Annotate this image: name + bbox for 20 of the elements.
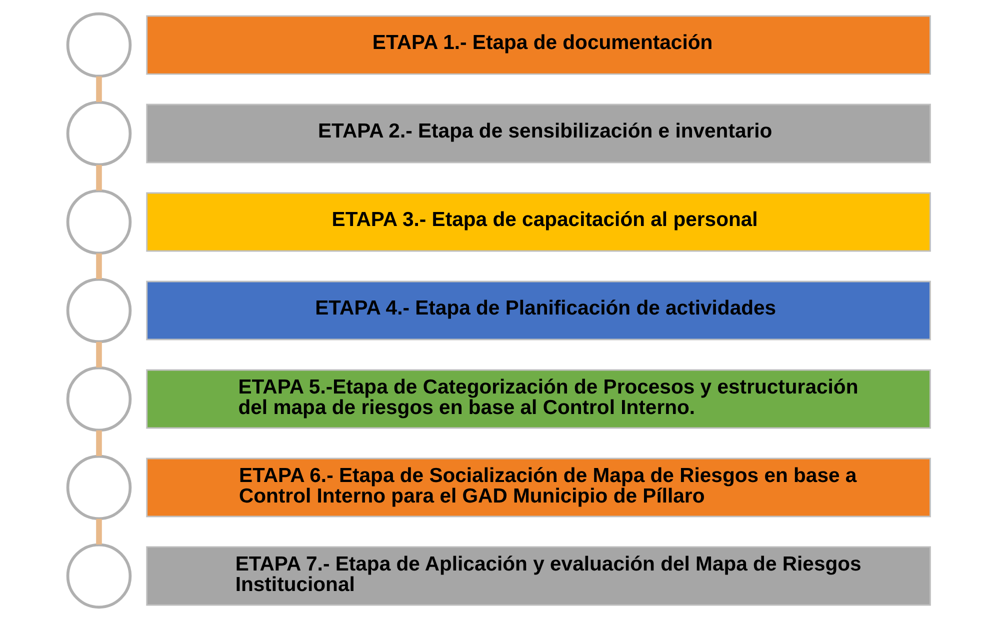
node-box: ETAPA 2.- Etapa de sensibilización e inventario [146, 104, 931, 164]
node-circle [66, 366, 132, 432]
node-circle [66, 278, 132, 344]
node-box: ETAPA 5.-Etapa de Categorización de Procesos y estructuración del mapa de riesgos en base al Control Interno. [146, 369, 931, 429]
node-box: ETAPA 4.- Etapa de Planificación de actividades [146, 280, 931, 340]
node-box: ETAPA 7.- Etapa de Aplicación y evaluación del Mapa de Riesgos Institucional [146, 546, 931, 606]
connector [96, 164, 102, 190]
node-box: ETAPA 3.- Etapa de capacitación al personal [146, 192, 931, 252]
connector [96, 253, 102, 279]
connector [96, 342, 102, 368]
connector [96, 76, 102, 102]
connector [96, 518, 102, 544]
node-circle [66, 543, 132, 609]
node-box: ETAPA 1.- Etapa de documentación [146, 15, 931, 75]
node-circle [66, 189, 132, 255]
node-circle [66, 12, 132, 78]
connector [96, 430, 102, 456]
node-circle [66, 100, 132, 166]
node-circle [66, 454, 132, 520]
node-box: ETAPA 6.- Etapa de Socialización de Mapa de Riesgos en base a Control Interno para el GAD Municipio de Píllaro [146, 458, 931, 518]
